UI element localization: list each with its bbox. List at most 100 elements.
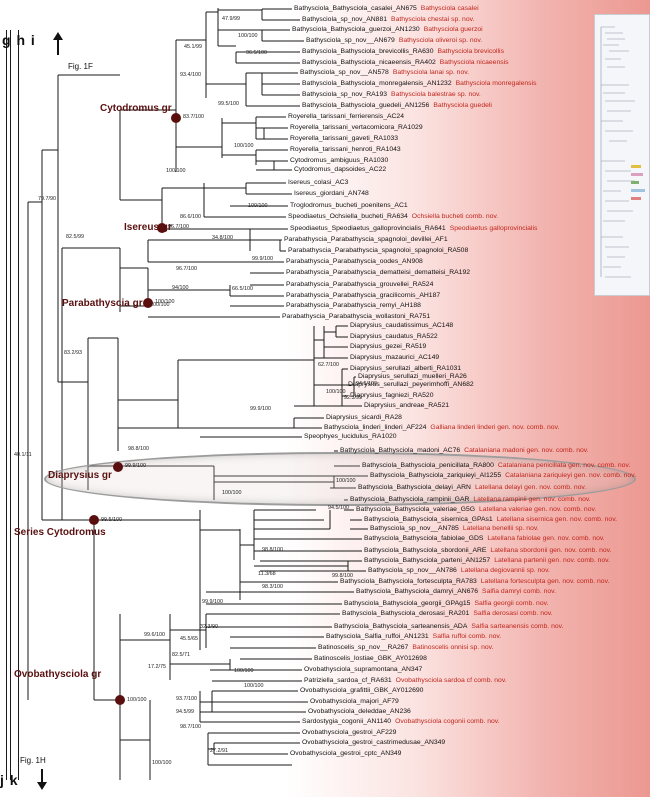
- taxon-new-name: Bathysciola chestai sp. nov.: [391, 16, 475, 23]
- taxon-label: Diaprysius_serullazi_peyerimhoffi_AN682: [348, 381, 474, 389]
- support-value: 82.5/99: [66, 234, 84, 240]
- taxon-label: Isereus_giordani_AN748: [294, 190, 369, 198]
- group-node-marker: [113, 462, 123, 472]
- taxon-new-name: Latellana fabiolae gen. nov. comb. nov.: [487, 535, 605, 542]
- taxon-name: Bathysciola_Bathysciola_georgii_GPAg15: [344, 600, 471, 607]
- support-value: 66.5/100: [232, 286, 253, 292]
- taxon-name: Bathysciola_Bathysciola_guerzoi_AN1230: [292, 26, 420, 33]
- taxon-label: Diaprysius_caudatissimus_AC148: [350, 322, 453, 330]
- taxon-new-name: Latellana sisernica gen. nov. comb. nov.: [496, 516, 617, 523]
- group-support-value: 96.7/100: [168, 224, 189, 230]
- support-value: 99.9/100: [202, 599, 223, 605]
- taxon-name: Ovobathysciola_deleddae_AN236: [308, 708, 411, 715]
- taxon-new-name: Ovobathysciola cogonii comb. nov.: [395, 718, 500, 725]
- taxon-label: Ovobathysciola_majori_AF79: [310, 698, 399, 706]
- taxon-name: Bathysciola_sp_nov_RA193: [302, 91, 388, 98]
- taxon-label: Royerella_tarissani_vertacomicora_RA1029: [290, 124, 423, 132]
- support-value: 98.8/100: [262, 547, 283, 553]
- taxon-name: Bathysciola_Bathysciola_monregalensis_AN…: [302, 80, 452, 87]
- support-value: 100/100: [234, 668, 254, 674]
- taxon-name: Diaprysius_gezei_RA519: [350, 343, 427, 350]
- group-node-marker: [171, 113, 181, 123]
- taxon-new-name: Galliana linderi linderi gen. nov. comb.…: [430, 424, 560, 431]
- support-value: 27.2/91: [210, 748, 228, 754]
- taxon-label: Ovobathysciola_supramontana_AN347: [304, 666, 422, 674]
- support-value: 83.2/93: [64, 350, 82, 356]
- taxon-new-name: Bathysciola casalei: [420, 5, 479, 12]
- taxon-name: Royerella_tarissani_ferrierensis_AC24: [288, 113, 404, 120]
- support-value: 45.1/99: [184, 44, 202, 50]
- support-value: 47.9/99: [222, 16, 240, 22]
- support-value: 93.4/100: [180, 72, 201, 78]
- support-value: 94.5/99: [176, 709, 194, 715]
- taxon-new-name: Speodiaetus galloprovincialis: [449, 225, 538, 232]
- support-value: 100/100: [234, 143, 254, 149]
- support-value: 100/100: [336, 478, 356, 484]
- taxon-label: Ovobathysciola_gestroi_castrimedusae_AN3…: [302, 739, 445, 747]
- taxon-name: Bathysciola_Bathysciola_derosasi_RA201: [342, 610, 470, 617]
- taxon-label: Diaprysius_mazaurici_AC149: [350, 354, 439, 362]
- taxon-name: Royerella_tarissani_gaveti_RA1033: [290, 135, 399, 142]
- taxon-name: Ovobathysciola_gestroi_AF229: [302, 729, 397, 736]
- taxon-name: Speodiaetus_Speodiaetus_galloprovinciali…: [290, 225, 446, 232]
- taxon-name: Diaprysius_caudatus_RA522: [350, 333, 438, 340]
- taxon-name: Isereus_colasi_AC3: [288, 179, 349, 186]
- taxon-name: Parabathyscia_Parabathyscia_gracilicorni…: [286, 292, 441, 299]
- taxon-new-name: Salfia georgii comb. nov.: [474, 600, 549, 607]
- taxon-new-name: Bathysciola brevicollis: [437, 48, 504, 55]
- taxon-name: Diaprysius_fagniezi_RA520: [350, 392, 434, 399]
- taxon-name: Bathysciola_sp_nov__AN578: [300, 69, 389, 76]
- group-support-value: 99.5/100: [101, 517, 122, 523]
- taxon-name: Batinoscelis_sp_nov__RA267: [318, 644, 409, 651]
- taxon-new-name: Latellana degiovannii sp. nov.: [460, 567, 550, 574]
- support-value: 100/100: [222, 490, 242, 496]
- support-value: 94.5/100: [356, 381, 377, 387]
- taxon-name: Parabathyscia_Parabathyscia_spagnoloi_de…: [284, 236, 448, 243]
- support-value: 100/100: [238, 33, 258, 39]
- support-value: 100/100: [152, 760, 172, 766]
- taxon-label: Diaprysius_serullazi_alberti_RA1031: [350, 365, 461, 373]
- taxon-name: Speophyes_lucidulus_RA1020: [304, 433, 397, 440]
- fig-1f-reference: Fig. 1F: [68, 62, 93, 71]
- fig-1h-reference: Fig. 1H: [20, 756, 46, 765]
- column-letters-bottom: j k: [0, 772, 19, 788]
- taxon-name: Bathysciola_Bathysciola_sbordonii_ARE: [364, 547, 487, 554]
- support-value: 98.8/100: [128, 446, 149, 452]
- group-support-value: 100/100: [155, 299, 175, 305]
- taxon-label: Bathysciola_Bathysciola_penicillata_RA80…: [362, 462, 630, 470]
- taxon-name: Bathysciola_Bathysciola_sarteanensis_ADA: [334, 623, 468, 630]
- taxon-name: Bathysciola_linderi_linderi_AF224: [324, 424, 427, 431]
- taxon-new-name: Ovobathysciola sardoa cf comb. nov.: [395, 677, 507, 684]
- taxon-label: Ovobathysciola_deleddae_AN236: [308, 708, 411, 716]
- taxon-new-name: Salfia derosasi comb. nov.: [473, 610, 553, 617]
- taxon-label: Bathysciola_Bathysciola_zariquieyi_AI125…: [370, 472, 636, 480]
- taxon-label: Batinoscelis_lostiae_GBK_AY012698: [314, 655, 427, 663]
- taxon-name: Cytodromus_dapsoides_AC22: [294, 166, 387, 173]
- taxon-label: Royerella_tarissani_henroti_RA1043: [290, 146, 401, 154]
- taxon-name: Diaprysius_serullazi_muelleri_RA26: [358, 373, 467, 380]
- group-node-marker: [115, 695, 125, 705]
- taxon-label: Speophyes_lucidulus_RA1020: [304, 433, 397, 441]
- taxon-new-name: Ochsiella bucheti comb. nov.: [411, 213, 499, 220]
- support-value: 99.5/100: [218, 101, 239, 107]
- taxon-name: Parabathyscia_Parabathyscia_oodes_AN908: [286, 258, 423, 265]
- support-value: 82.5/71: [172, 652, 190, 658]
- taxon-new-name: Salfia ruffoi comb. nov.: [432, 633, 502, 640]
- group-node-marker: [143, 298, 153, 308]
- taxon-name: Troglodromus_bucheti_poenitens_AC1: [290, 202, 408, 209]
- taxon-new-name: Latellana rampinii gen. nov. comb. nov.: [473, 496, 591, 503]
- taxon-name: Patriziella_sardoa_cf_RA631: [304, 677, 392, 684]
- support-value: 99.6/100: [144, 632, 165, 638]
- taxon-label: Bathysciola_Bathysciola_monregalensis_AN…: [302, 80, 536, 88]
- support-value: 11.3/68: [258, 571, 276, 577]
- taxon-name: Bathysciola_sp_nov_AN881: [302, 16, 388, 23]
- group-support-value: 99.9/100: [125, 463, 146, 469]
